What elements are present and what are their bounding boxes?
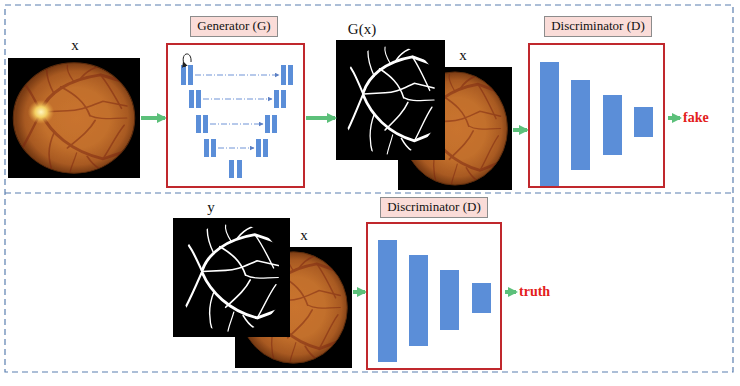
flow-arrow (306, 116, 335, 120)
illustration-part (181, 65, 186, 85)
heading-holder: y (205, 198, 217, 216)
unet-layers (181, 65, 293, 178)
flow-arrow (513, 128, 527, 132)
illustration-part (210, 124, 263, 125)
vessel-map-node: y (173, 218, 290, 337)
image-label: x (69, 37, 81, 54)
illustration-part (189, 90, 194, 108)
illustration-part (203, 115, 208, 133)
illustration-part (256, 139, 261, 157)
illustration-part (196, 115, 201, 133)
heading-holder: x (69, 36, 81, 54)
output-label: fake (683, 110, 709, 126)
module-title: Discriminator (D) (544, 16, 652, 37)
illustration-part (274, 90, 279, 108)
image-label: x (457, 47, 469, 64)
vessel-map-node: G(x) (336, 40, 445, 160)
illustration-part (440, 270, 459, 330)
heading-holder: Discriminator (D) (380, 197, 488, 218)
illustration-part (229, 160, 234, 178)
illustration-part (188, 65, 193, 85)
illustration-part (218, 148, 254, 149)
fundus-image-node: x (235, 247, 352, 368)
discriminator-box: Discriminator (D) (366, 222, 502, 370)
discriminator-box: Discriminator (D) (528, 43, 665, 188)
illustration-part (540, 62, 559, 186)
skip-connections (195, 75, 279, 148)
illustration-part (409, 255, 428, 346)
illustration-part (211, 139, 216, 157)
illustration-part (263, 139, 268, 157)
vessel-map (336, 40, 445, 160)
heading-holder: x (298, 226, 310, 244)
flow-arrow (141, 116, 165, 120)
fundus-image (8, 58, 140, 178)
output-label: truth (519, 284, 550, 300)
vessel-map (173, 218, 290, 337)
image-label: x (298, 227, 310, 244)
illustration-part (472, 283, 491, 313)
illustration-part (378, 240, 397, 362)
heading-holder: G(x) (346, 20, 378, 38)
illustration-part (195, 75, 279, 76)
illustration-part (634, 107, 653, 137)
heading-holder: Discriminator (D) (544, 16, 652, 37)
module-title: Discriminator (D) (380, 197, 488, 218)
illustration-part (603, 95, 622, 155)
illustration-part (196, 90, 201, 108)
output-arrow (505, 290, 516, 294)
heading-holder: Generator (G) (190, 16, 277, 37)
heading-holder: x (457, 46, 469, 64)
image-label: G(x) (346, 21, 378, 38)
illustration-part (265, 115, 270, 133)
output-arrow (668, 116, 680, 120)
image-label: y (205, 199, 217, 216)
dashed-divider (5, 192, 733, 193)
illustration-part (281, 90, 286, 108)
loop-arrow (183, 54, 191, 64)
dashed-frame (5, 5, 733, 372)
illustration-part (281, 65, 286, 85)
fundus-image-node: x (8, 58, 140, 178)
illustration-part (237, 160, 242, 178)
illustration-part (204, 139, 209, 157)
generator-box: Generator (G) (166, 43, 305, 188)
fundus-image-node: x (398, 67, 512, 190)
illustration-part (571, 80, 590, 170)
illustration-part (288, 65, 293, 85)
module-title: Generator (G) (190, 16, 277, 37)
discriminator-layers (378, 62, 653, 362)
illustration-part (272, 115, 277, 133)
flow-arrow (353, 290, 365, 294)
illustration-part (203, 99, 272, 100)
